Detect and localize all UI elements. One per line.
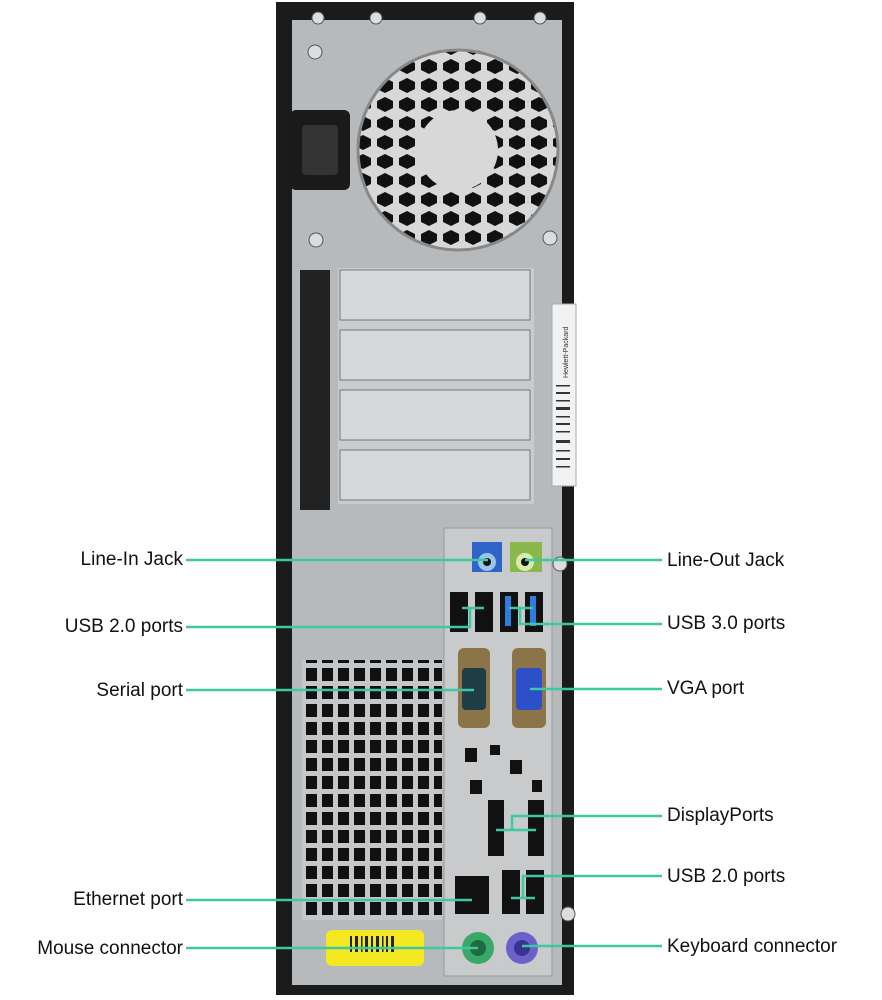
leader-usb3: [509, 606, 662, 626]
leader-displayport: [496, 814, 662, 832]
usb-2-ports-top: [450, 592, 493, 632]
usb-3-ports: [500, 592, 543, 632]
ethernet-port: [455, 876, 489, 914]
label-usb-2-ports-top: USB 2.0 ports: [64, 616, 183, 637]
label-mouse-connector: Mouse connector: [37, 938, 183, 959]
sticker-text: Hewlett-Packard: [563, 327, 570, 378]
label-usb-2-ports-bottom: USB 2.0 ports: [667, 866, 786, 887]
io-cutouts: [465, 745, 542, 794]
label-displayports: DisplayPorts: [667, 805, 774, 826]
label-usb-3-ports: USB 3.0 ports: [667, 613, 786, 634]
leader-usb2-top: [186, 606, 484, 629]
screws: [307, 11, 576, 922]
label-ethernet-port: Ethernet port: [73, 889, 183, 910]
leader-lines: [186, 558, 662, 950]
label-serial-port: Serial port: [96, 680, 183, 701]
usb-2-ports-bottom: [502, 870, 544, 914]
label-line-out-jack: Line-Out Jack: [667, 550, 785, 571]
serial-sticker: [551, 303, 577, 487]
label-line-in-jack: Line-In Jack: [80, 549, 183, 570]
expansion-slots: [300, 268, 534, 510]
label-keyboard-connector: Keyboard connector: [667, 936, 838, 957]
leader-usb2-bottom: [511, 874, 662, 900]
label-vga-port: VGA port: [667, 678, 745, 699]
vent-grid: [302, 660, 442, 920]
displayports: [488, 800, 544, 856]
